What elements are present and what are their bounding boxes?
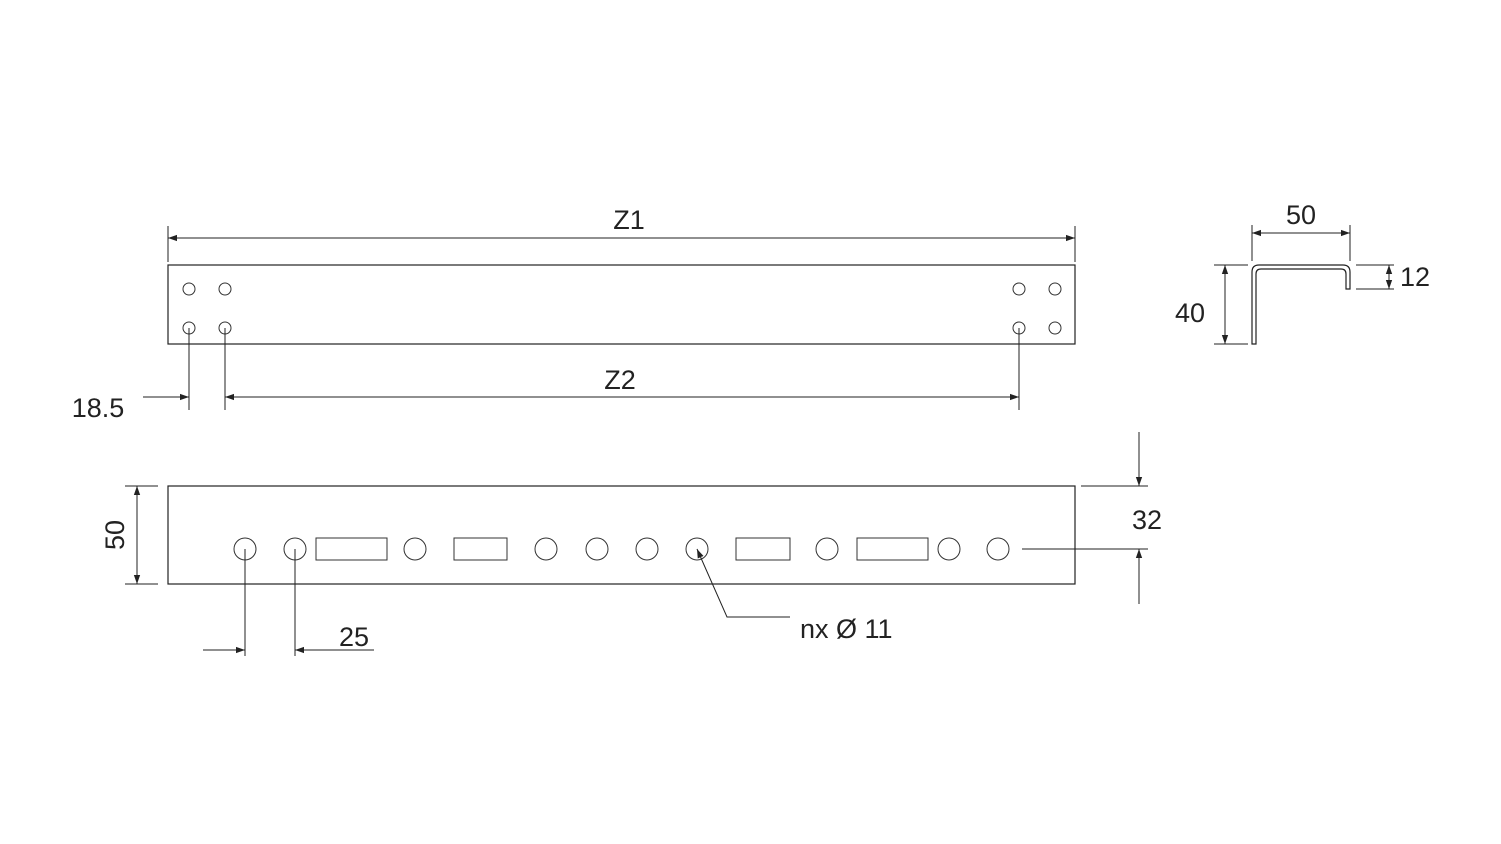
top-hole	[1048, 321, 1062, 335]
front-view-holes	[233, 537, 1010, 561]
slot-hole	[735, 537, 791, 561]
dimension-edge-offset: 18.5	[72, 328, 190, 423]
hole-callout: nx Ø 11	[696, 548, 893, 644]
dimension-profile-width-label: 50	[1286, 200, 1316, 230]
dimension-front-height-label: 50	[100, 520, 130, 550]
side-profile: 50 40 12	[1175, 200, 1430, 345]
front-view: 50 25 nx Ø 11 32	[100, 432, 1162, 656]
round-hole	[635, 537, 659, 561]
dimension-lip-height-label: 12	[1400, 262, 1430, 292]
dimension-profile-width: 50	[1251, 200, 1351, 261]
profile-outline	[1251, 264, 1351, 345]
top-view-plate	[167, 264, 1076, 345]
dimension-profile-height: 40	[1175, 264, 1248, 345]
dimension-z2: Z2	[224, 328, 1020, 410]
dimension-hole-height: 32	[1022, 432, 1162, 604]
round-hole	[403, 537, 427, 561]
dimension-front-height: 50	[100, 485, 158, 585]
round-hole	[534, 537, 558, 561]
hole-callout-label: nx Ø 11	[800, 614, 893, 644]
front-view-plate	[167, 485, 1076, 585]
slot-hole	[453, 537, 508, 561]
dimension-hole-pitch: 25	[203, 549, 374, 656]
round-hole	[815, 537, 839, 561]
dimension-z1-label: Z1	[613, 205, 645, 235]
top-view-holes	[182, 282, 1062, 335]
round-hole	[986, 537, 1010, 561]
round-hole	[937, 537, 961, 561]
dimension-lip-height: 12	[1356, 262, 1430, 292]
top-hole	[1012, 282, 1026, 296]
round-hole	[585, 537, 609, 561]
dimension-z1: Z1	[167, 205, 1076, 262]
top-view: Z1 Z2 18.5	[72, 205, 1076, 423]
dimension-profile-height-label: 40	[1175, 298, 1205, 328]
dimension-hole-height-label: 32	[1132, 505, 1162, 535]
top-hole	[1048, 282, 1062, 296]
dimension-z2-label: Z2	[604, 365, 636, 395]
dimension-edge-offset-label: 18.5	[72, 393, 125, 423]
top-hole	[218, 282, 232, 296]
top-hole	[182, 282, 196, 296]
slot-hole	[315, 537, 388, 561]
slot-hole	[856, 537, 929, 561]
dimension-hole-pitch-label: 25	[339, 622, 369, 652]
